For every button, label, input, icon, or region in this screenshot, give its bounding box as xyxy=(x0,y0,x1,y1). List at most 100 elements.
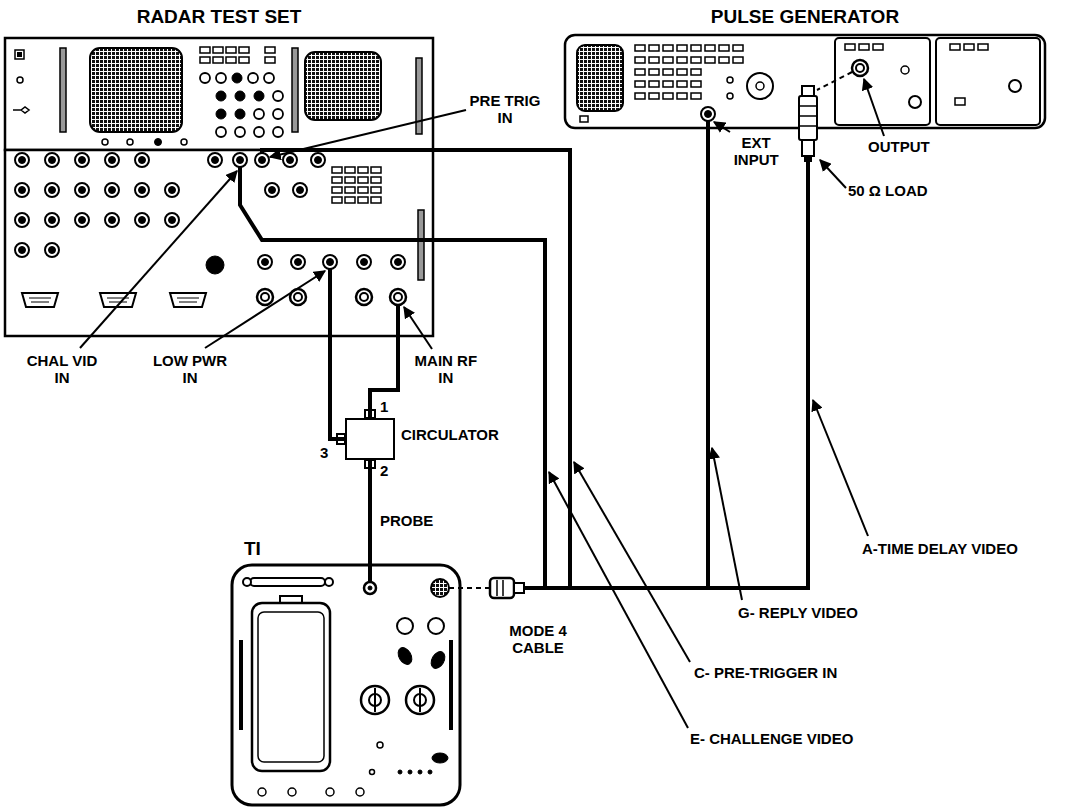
radar-test-set-drawing xyxy=(45,243,59,257)
pulse-generator-drawing xyxy=(635,45,645,51)
pulse-generator-drawing xyxy=(677,45,687,51)
radar-test-set-drawing xyxy=(293,183,307,197)
pulse-generator-drawing xyxy=(936,38,1040,125)
radar-test-set-drawing xyxy=(232,73,242,83)
radar-test-set-drawing xyxy=(323,255,337,269)
pulse-generator-drawing xyxy=(635,93,645,99)
port-name: OUTPUT xyxy=(868,138,930,155)
radar-test-set-drawing xyxy=(265,57,275,63)
pulse-generator-drawing xyxy=(691,69,701,75)
radar-test-set-drawing xyxy=(239,57,249,63)
radar-test-set-drawing xyxy=(213,57,223,63)
ti-drawing xyxy=(252,603,330,771)
radar-test-set-drawing xyxy=(358,197,368,203)
pulse-generator-drawing xyxy=(733,57,743,63)
ti-drawing xyxy=(408,770,412,774)
unit-title: TI xyxy=(244,538,261,560)
pulse-generator-drawing xyxy=(663,69,673,75)
pulse-generator-drawing xyxy=(756,82,764,90)
radar-test-set-drawing xyxy=(135,183,149,197)
pulse-generator-drawing xyxy=(691,93,701,99)
mode-4-cable-plug xyxy=(449,587,490,589)
radar-test-set-drawing xyxy=(332,197,342,203)
radar-test-set-drawing xyxy=(283,153,297,167)
ti-drawing xyxy=(395,645,414,667)
ti-drawing xyxy=(258,788,266,796)
radar-test-set-drawing xyxy=(358,167,368,173)
radar-test-set-drawing xyxy=(265,183,279,197)
signal-name: C- PRE-TRIGGER IN xyxy=(694,664,837,681)
radar-test-set-drawing xyxy=(5,38,433,336)
cable xyxy=(524,121,708,588)
radar-test-set-drawing xyxy=(75,213,89,227)
leader-arrow xyxy=(820,160,846,188)
circulator-box: CIRCULATOR xyxy=(345,418,395,460)
ti-drawing xyxy=(370,770,375,775)
port-name: MAIN RF IN xyxy=(406,352,486,386)
pulse-generator-drawing xyxy=(663,81,673,87)
pulse-generator-drawing xyxy=(705,57,715,63)
radar-test-set-drawing xyxy=(165,213,179,227)
pulse-generator-drawing xyxy=(677,69,687,75)
unit-title: RADAR TEST SET xyxy=(137,6,302,28)
radar-test-set-drawing xyxy=(5,150,433,336)
ti-drawing xyxy=(356,788,364,796)
radar-test-set-drawing xyxy=(254,91,264,101)
ti-drawing xyxy=(326,788,334,796)
signal-name: G- REPLY VIDEO xyxy=(738,604,858,621)
leader-arrow xyxy=(864,79,884,136)
radar-test-set-drawing xyxy=(13,107,29,113)
ti-drawing xyxy=(241,640,451,730)
pulse-generator-drawing xyxy=(835,38,930,125)
radar-test-set-drawing xyxy=(311,153,325,167)
cable xyxy=(262,150,570,588)
port-name: PRE TRIG IN xyxy=(461,92,549,126)
mode-4-cable-plug xyxy=(497,580,503,596)
ti-drawing xyxy=(243,578,251,586)
pulse-generator-drawing xyxy=(691,81,701,87)
radar-test-set-drawing xyxy=(155,139,162,146)
pulse-generator-drawing xyxy=(804,156,812,162)
port-number: 1 xyxy=(380,398,388,415)
pulse-generator-drawing xyxy=(677,93,687,99)
radar-test-set-drawing xyxy=(216,73,226,83)
ti-drawing xyxy=(258,612,324,762)
part-name: 50 Ω LOAD xyxy=(848,182,928,199)
radar-test-set-drawing xyxy=(170,293,206,307)
radar-test-set-drawing xyxy=(345,197,355,203)
ti-drawing xyxy=(406,686,434,714)
radar-test-set-drawing xyxy=(75,183,89,197)
pulse-generator-drawing xyxy=(901,66,909,74)
leader-arrow xyxy=(404,307,432,349)
mode-4-cable-plug xyxy=(514,583,524,593)
ti-drawing xyxy=(232,565,460,805)
pulse-generator-drawing xyxy=(649,45,659,51)
ti-drawing xyxy=(368,586,372,590)
ti-drawing xyxy=(398,770,402,774)
unit-title: PULSE GENERATOR xyxy=(711,6,899,28)
unit-title: CIRCULATOR xyxy=(401,426,499,443)
pulse-generator-drawing xyxy=(677,57,687,63)
ti-drawing xyxy=(232,565,460,805)
radar-test-set-drawing xyxy=(200,57,210,63)
ti-drawing xyxy=(250,578,325,586)
pulse-generator-drawing xyxy=(691,57,701,63)
radar-test-set-drawing xyxy=(254,109,264,119)
leader-arrow xyxy=(574,462,690,662)
radar-test-set-drawing xyxy=(273,127,283,137)
radar-test-set-drawing xyxy=(107,298,129,302)
radar-test-set-drawing xyxy=(200,73,210,83)
pulse-generator-drawing xyxy=(649,81,659,87)
pulse-generator-drawing xyxy=(663,57,673,63)
ti-drawing xyxy=(397,618,413,634)
cable xyxy=(524,162,808,588)
radar-test-set-drawing xyxy=(216,127,226,137)
ti-drawing xyxy=(432,753,448,763)
part-name: MODE 4 CABLE xyxy=(482,622,593,656)
pulse-generator-drawing xyxy=(799,96,817,140)
cable xyxy=(368,460,372,582)
ti-drawing xyxy=(288,788,296,796)
pulse-generator-drawing xyxy=(677,81,687,87)
radar-test-set-drawing xyxy=(254,127,264,137)
